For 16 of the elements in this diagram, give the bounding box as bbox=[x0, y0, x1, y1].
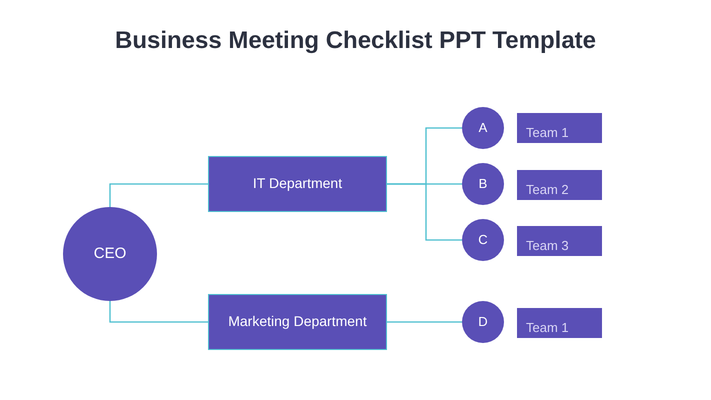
department-box: IT Department bbox=[208, 156, 387, 212]
letter-circle: C bbox=[462, 219, 504, 261]
team-box: Team 1 bbox=[517, 308, 602, 338]
department-box: Marketing Department bbox=[208, 294, 387, 350]
connector-line bbox=[387, 321, 462, 323]
letter-circle: A bbox=[462, 107, 504, 149]
connector-line bbox=[109, 183, 208, 207]
letter-circle: D bbox=[462, 301, 504, 343]
team-box: Team 2 bbox=[517, 170, 602, 200]
team-box: Team 1 bbox=[517, 113, 602, 143]
letter-circle: B bbox=[462, 163, 504, 205]
ceo-circle: CEO bbox=[63, 207, 157, 301]
connector-line bbox=[109, 301, 208, 323]
connector-line bbox=[387, 183, 462, 241]
team-box: Team 3 bbox=[517, 226, 602, 256]
title: Business Meeting Checklist PPT Template bbox=[114, 26, 596, 56]
